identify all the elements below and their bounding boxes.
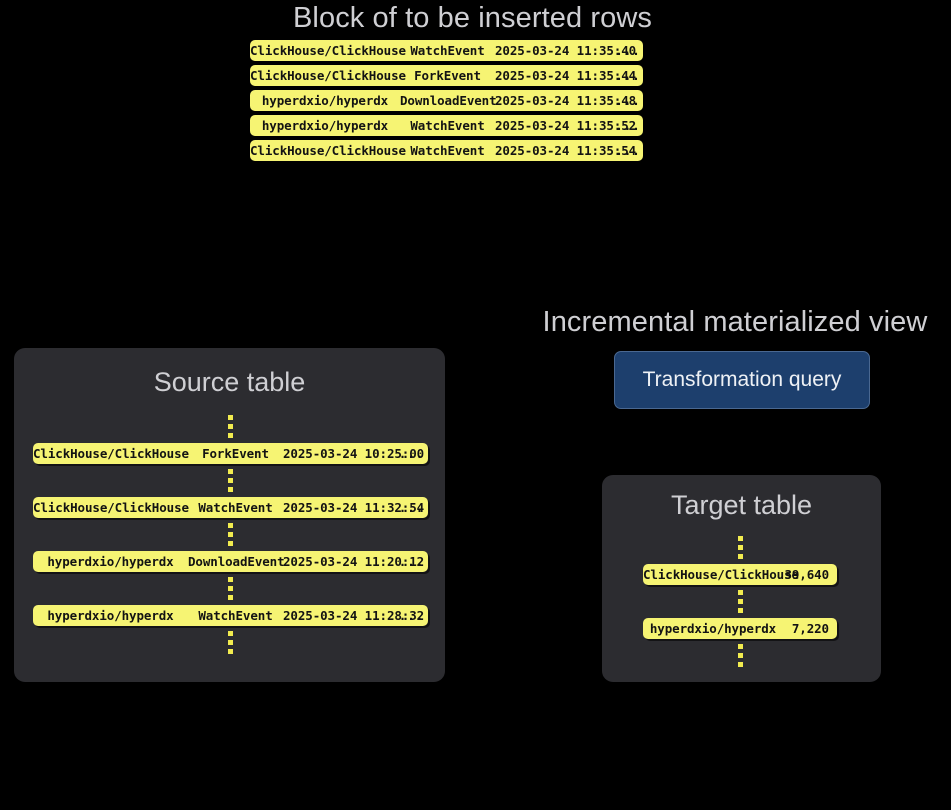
materialized-view-heading: Incremental materialized view	[542, 306, 928, 338]
table-row[interactable]: ClickHouse/ClickHouse WatchEvent 2025-03-2…	[33, 497, 428, 518]
row-ellipsis-dots	[643, 590, 837, 613]
table-row[interactable]: ClickHouse/ClickHouse ForkEvent 2025-03-24…	[250, 65, 643, 86]
dot	[228, 586, 233, 591]
row-event: WatchEvent	[198, 500, 273, 515]
row-timestamp: 2025-03-24 11:32:54	[283, 500, 425, 515]
row-ellipsis-dots	[643, 644, 837, 667]
row-event: ForkEvent	[202, 446, 269, 461]
dot	[228, 469, 233, 474]
dot	[228, 433, 233, 438]
row-more-indicator: ...	[398, 446, 425, 461]
row-ellipsis-dots	[643, 536, 837, 559]
row-repo: hyperdxio/hyperdx	[47, 608, 174, 623]
table-row[interactable]: ClickHouse/ClickHouse WatchEvent 2025-03-2…	[250, 140, 643, 161]
row-repo: ClickHouse/ClickHouse	[250, 43, 406, 58]
row-repo: ClickHouse/ClickHouse	[33, 446, 189, 461]
row-event: WatchEvent	[410, 43, 485, 58]
dot	[737, 536, 743, 541]
row-ellipsis-dots	[33, 631, 428, 654]
dot	[228, 649, 233, 654]
dot	[228, 631, 233, 636]
block-heading: Block of to be inserted rows	[292, 2, 653, 34]
row-timestamp: 2025-03-24 11:20:12	[283, 554, 425, 569]
dot	[228, 577, 233, 582]
row-timestamp: 2025-03-24 11:35:48	[495, 93, 637, 108]
row-more-indicator: ...	[615, 118, 641, 133]
table-row[interactable]: hyperdxio/hyperdx WatchEvent 2025-03-24 11…	[250, 115, 643, 136]
source-table-title: Source table	[153, 367, 306, 397]
row-count: 7,220	[791, 621, 829, 636]
row-event: DownloadEvent	[400, 93, 497, 108]
dot	[228, 595, 233, 600]
row-repo: hyperdxio/hyperdx	[261, 118, 389, 133]
dot	[737, 662, 743, 667]
row-ellipsis-dots	[33, 469, 428, 492]
row-ellipsis-dots	[33, 415, 428, 438]
row-ellipsis-dots	[33, 577, 428, 600]
row-event: WatchEvent	[410, 118, 485, 133]
dot	[737, 599, 743, 604]
dot	[228, 541, 233, 546]
dot	[737, 644, 743, 649]
row-more-indicator: ...	[398, 608, 425, 623]
transformation-query-label: Transformation query	[642, 368, 842, 391]
row-repo: ClickHouse/ClickHouse	[33, 500, 189, 515]
dot	[228, 532, 233, 537]
row-repo: ClickHouse/ClickHouse	[250, 143, 406, 158]
row-repo: hyperdxio/hyperdx	[649, 621, 777, 636]
row-count: 39,640	[784, 567, 829, 582]
dot	[737, 608, 743, 613]
source-table-panel: Source table ClickHouse/ClickHouse ForkEv…	[14, 348, 445, 682]
dot	[228, 523, 233, 528]
row-timestamp: 2025-03-24 11:35:54	[495, 143, 637, 158]
row-event: DownloadEvent	[188, 554, 285, 569]
row-more-indicator: ...	[615, 93, 641, 108]
table-row[interactable]: ClickHouse/ClickHouse WatchEvent 2025-03-2…	[250, 40, 643, 61]
dot	[228, 640, 233, 645]
source-table-rows: ClickHouse/ClickHouse ForkEvent 2025-03-24…	[33, 410, 428, 659]
row-more-indicator: ...	[398, 554, 425, 569]
dot	[228, 478, 233, 483]
dot	[228, 424, 233, 429]
row-timestamp: 2025-03-24 11:35:40	[495, 43, 637, 58]
row-timestamp: 2025-03-24 10:25:00	[283, 446, 425, 461]
dot	[737, 590, 743, 595]
row-more-indicator: ...	[615, 68, 641, 83]
row-event: ForkEvent	[414, 68, 481, 83]
dot	[228, 487, 233, 492]
row-more-indicator: ...	[615, 43, 641, 58]
dot	[737, 554, 743, 559]
row-timestamp: 2025-03-24 11:35:52	[495, 118, 637, 133]
table-row[interactable]: hyperdxio/hyperdx 7,220	[643, 618, 837, 639]
row-repo: ClickHouse/ClickHouse	[643, 567, 799, 582]
row-event: WatchEvent	[410, 143, 485, 158]
row-repo: hyperdxio/hyperdx	[261, 93, 389, 108]
dot	[737, 653, 743, 658]
row-more-indicator: ...	[615, 143, 641, 158]
row-ellipsis-dots	[33, 523, 428, 546]
dot	[228, 415, 233, 420]
row-event: WatchEvent	[198, 608, 273, 623]
row-timestamp: 2025-03-24 11:35:44	[495, 68, 637, 83]
row-repo: ClickHouse/ClickHouse	[250, 68, 406, 83]
transformation-query-box[interactable]: Transformation query	[614, 351, 870, 409]
row-repo: hyperdxio/hyperdx	[47, 554, 174, 569]
dot	[737, 545, 743, 550]
row-more-indicator: ...	[398, 500, 425, 515]
table-row[interactable]: hyperdxio/hyperdx WatchEvent 2025-03-24 11…	[33, 605, 428, 626]
row-timestamp: 2025-03-24 11:28:32	[283, 608, 425, 623]
table-row[interactable]: ClickHouse/ClickHouse ForkEvent 2025-03-24…	[33, 443, 428, 464]
target-table-title: Target table	[670, 490, 813, 520]
